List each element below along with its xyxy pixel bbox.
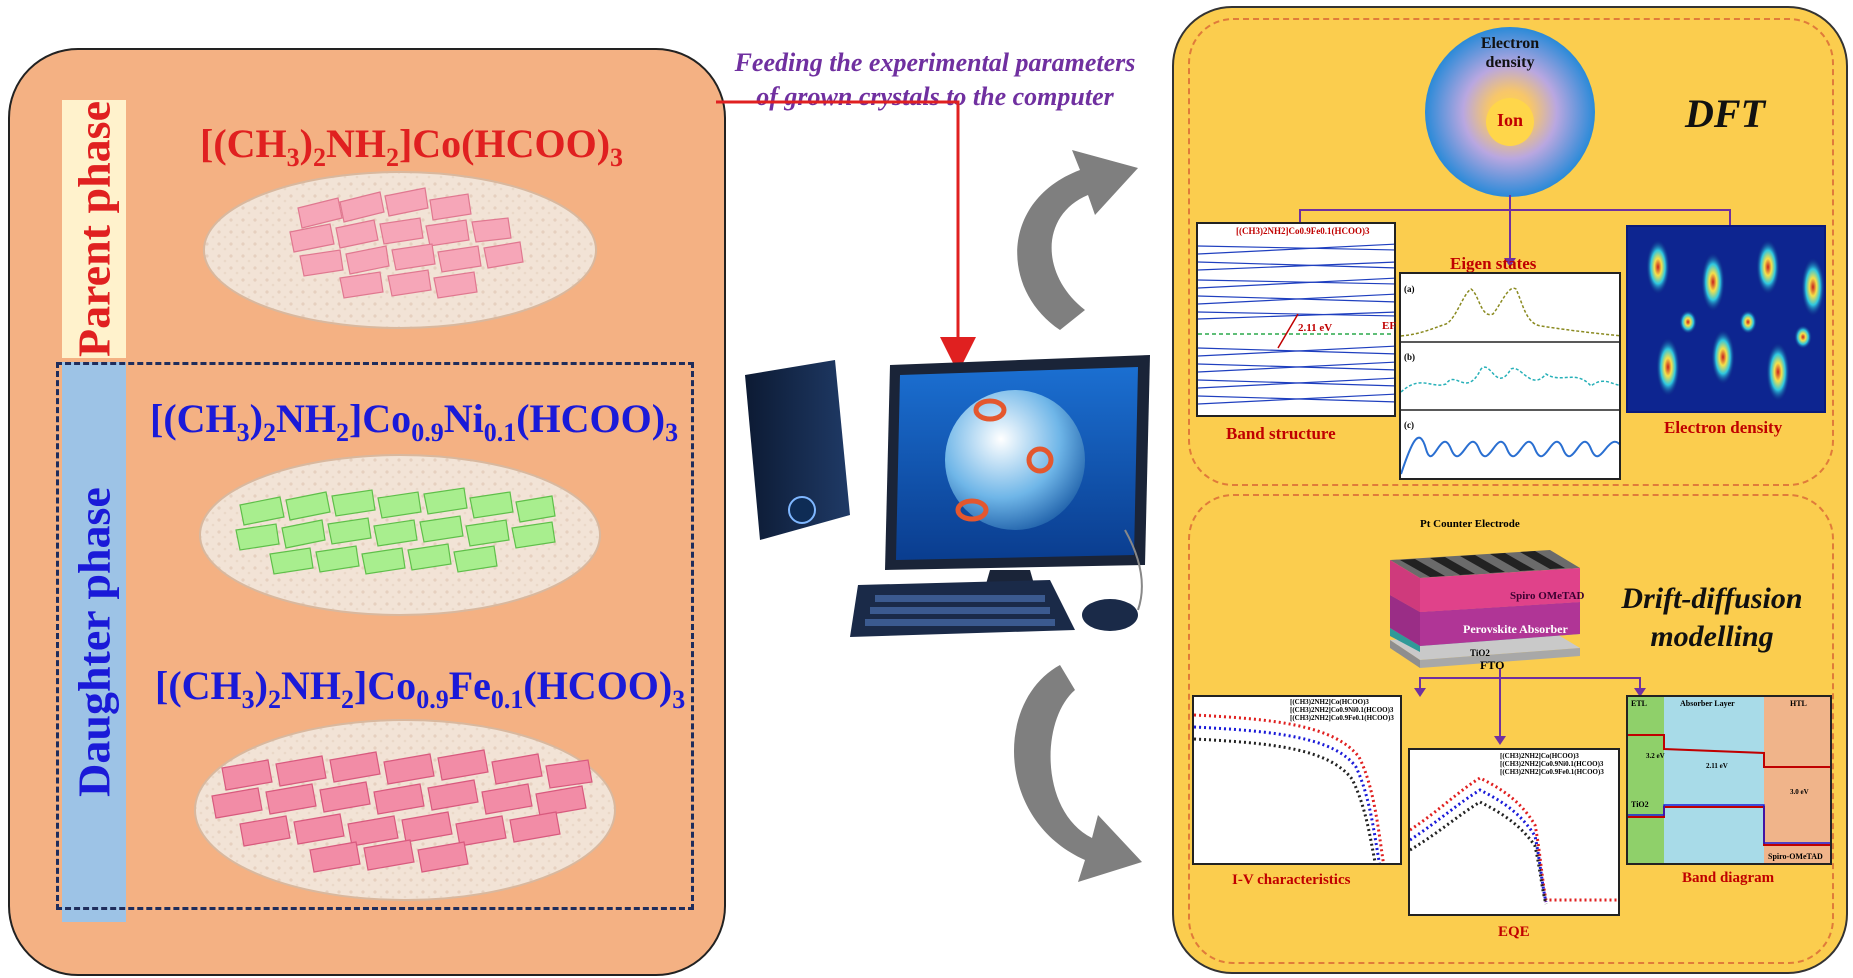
- monitor: [885, 355, 1150, 605]
- htl-label: HTL: [1790, 699, 1807, 708]
- device-stack: [1390, 550, 1580, 668]
- curved-arrow-bottom: [1013, 665, 1142, 882]
- band-inset-title: [(CH3)2NH2]Co0.9Fe0.1(HCOO)3: [1236, 226, 1370, 236]
- electron-density-circle: [1425, 27, 1595, 197]
- feeding-arrow: [716, 100, 976, 373]
- ni-doped-formula: [(CH3)2NH2]Co0.9Ni0.1(HCOO)3: [150, 396, 679, 447]
- parent-formula: [(CH3)2NH2]Co(HCOO)3: [200, 121, 624, 172]
- electron-density-caption: Electron density: [1664, 418, 1783, 437]
- drift-diffusion-title: Drift-diffusion modelling: [1612, 580, 1812, 656]
- drift-diffusion-section: [1188, 494, 1834, 964]
- daughter-phase-bar: Daughter phase: [62, 362, 126, 922]
- band-structure-plot: [1196, 222, 1396, 417]
- crystal-plates: [194, 171, 616, 901]
- fe-crystal-plate: [194, 719, 616, 901]
- eigen-states-plot: [1399, 272, 1621, 480]
- eigen-panel-b-label: (b): [1404, 352, 1415, 362]
- dft-title: DFT: [1685, 91, 1765, 136]
- eigen-panel-c-label: (c): [1404, 420, 1414, 430]
- feeding-parameters-text: Feeding the experimental parameters of g…: [700, 46, 1170, 114]
- feeding-text-line1: Feeding the experimental parameters: [734, 48, 1136, 77]
- eqe-legend-3: [(CH3)2NH2]Co0.9Fe0.1(HCOO)3: [1500, 768, 1604, 776]
- eqe-caption: EQE: [1498, 924, 1530, 940]
- electron-density-label: Electron density: [1480, 35, 1540, 71]
- mouse-icon: [1082, 599, 1138, 631]
- parent-phase-bar: Parent phase: [62, 100, 126, 358]
- band-gap-label: 2.11 eV: [1298, 322, 1333, 334]
- curved-arrows: [1013, 150, 1142, 882]
- absorber-layer-label: Absorber Layer: [1680, 699, 1735, 708]
- dft-section: [1188, 18, 1834, 486]
- pt-electrode-label: Pt Counter Electrode: [1420, 518, 1520, 530]
- electron-density-map: [1626, 225, 1826, 413]
- computer-illustration: [745, 355, 1150, 637]
- keyboard: [850, 580, 1075, 637]
- eigen-panel-a-label: (a): [1404, 284, 1415, 294]
- pc-tower: [745, 360, 850, 540]
- band-diagram-plot: [1626, 695, 1832, 865]
- curved-arrow-top: [1017, 150, 1138, 330]
- iv-legend-1: [(CH3)2NH2]Co(HCOO)3: [1290, 698, 1369, 706]
- gap-label-absorber: 2.11 eV: [1706, 762, 1728, 770]
- spiro-layer-label: Spiro OMeTAD: [1510, 590, 1585, 602]
- spiro-band-label: Spiro-OMeTAD: [1768, 852, 1823, 861]
- ion-label: Ion: [1496, 110, 1523, 130]
- gap-label-etl: 3.2 eV: [1646, 752, 1665, 760]
- eigen-states-title: Eigen states: [1450, 254, 1537, 273]
- fe-doped-formula: [(CH3)2NH2]Co0.9Fe0.1(HCOO)3: [155, 663, 686, 714]
- parent-crystal-plate: [203, 171, 597, 329]
- power-button-icon: [788, 496, 816, 524]
- globe-icon: [945, 390, 1085, 530]
- ni-crystal-plate: [199, 454, 601, 616]
- fermi-level-label: EF: [1382, 320, 1397, 332]
- tio2-band-label: TiO2: [1631, 800, 1649, 809]
- iv-caption: I-V characteristics: [1232, 872, 1351, 888]
- eqe-plot: [1408, 748, 1620, 916]
- gap-label-htl: 3.0 eV: [1790, 788, 1809, 796]
- feeding-text-line2: of grown crystals to the computer: [756, 82, 1114, 111]
- etl-label: ETL: [1631, 699, 1648, 708]
- daughter-phase-box: [56, 362, 694, 910]
- perovskite-layer-label: Perovskite Absorber: [1463, 622, 1568, 636]
- drift-diffusion-title-line1: Drift-diffusion: [1621, 582, 1803, 615]
- eqe-legend-2: [(CH3)2NH2]Co0.9Ni0.1(HCOO)3: [1500, 760, 1604, 768]
- band-structure-caption: Band structure: [1226, 424, 1336, 443]
- eqe-legend-1: [(CH3)2NH2]Co(HCOO)3: [1500, 752, 1579, 760]
- band-diagram-caption: Band diagram: [1682, 870, 1775, 886]
- iv-plot: [1192, 695, 1402, 865]
- tio2-layer-label: TiO2: [1470, 648, 1490, 658]
- iv-legend-3: [(CH3)2NH2]Co0.9Fe0.1(HCOO)3: [1290, 714, 1394, 722]
- fto-layer-label: FTO: [1480, 658, 1505, 672]
- iv-legend-2: [(CH3)2NH2]Co0.9Ni0.1(HCOO)3: [1290, 706, 1394, 714]
- drift-diffusion-title-line2: modelling: [1650, 620, 1774, 653]
